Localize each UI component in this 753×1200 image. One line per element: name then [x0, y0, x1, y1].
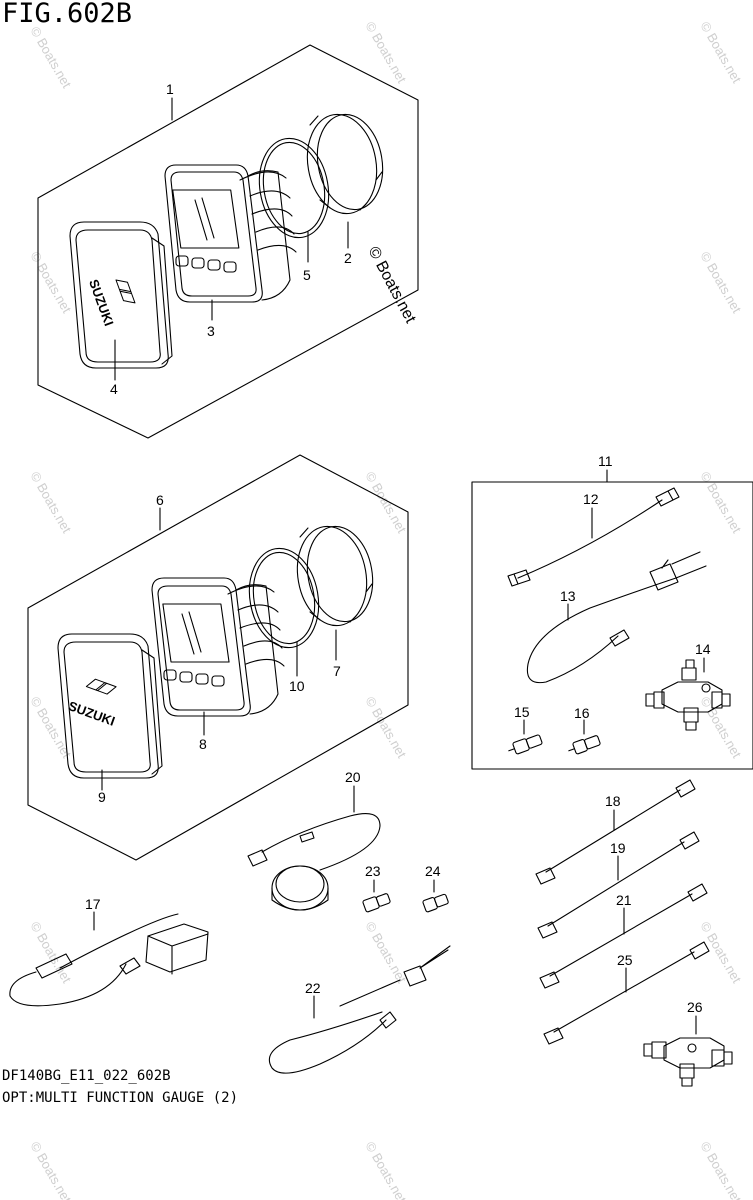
watermark: © Boats.net: [27, 1139, 74, 1200]
assembly-group-6: SUZUKI: [27, 454, 409, 861]
watermark: © Boats.net: [27, 249, 74, 316]
group-outline: [27, 454, 409, 861]
callout-part-6: 6: [156, 492, 164, 508]
figure-code: DF140BG_E11_022_602B: [2, 1068, 171, 1084]
cable: [517, 499, 663, 579]
watermark: © Boats.net: [362, 919, 409, 986]
callout-part-15: 15: [514, 704, 530, 720]
callout-part-2: 2: [344, 250, 352, 266]
watermark: © Boats.net: [697, 919, 744, 986]
callout-part-14: 14: [695, 641, 711, 657]
o-ring: [248, 547, 320, 649]
inline-watermark: © Boats.net: [364, 244, 419, 326]
cable: [261, 813, 381, 871]
cable: [553, 951, 695, 1033]
tee-connector: [643, 1037, 733, 1087]
callout-part-18: 18: [605, 793, 621, 809]
callout-part-7: 7: [333, 663, 341, 679]
cable: [545, 789, 681, 873]
figure-title: FIG.602B: [2, 0, 133, 29]
bezel-cover: SUZUKI: [57, 633, 163, 779]
terminator: [422, 893, 449, 913]
cable: [526, 577, 677, 684]
callout-part-17: 17: [85, 896, 101, 912]
o-ring: [258, 137, 330, 239]
terminator: [568, 735, 601, 755]
callout-part-4: 4: [110, 381, 118, 397]
callout-part-11: 11: [598, 453, 613, 469]
suzuki-logo: SUZUKI: [66, 678, 117, 729]
watermarks: © Boats.net © Boats.net © Boats.net © Bo…: [27, 19, 744, 1200]
callout-part-26: 26: [687, 999, 703, 1015]
figure-caption: OPT:MULTI FUNCTION GAUGE (2): [2, 1090, 239, 1106]
callout-labels: 1 2 3 4 5 6 7 8 9 10 11 12 13 14 15 16 1…: [85, 81, 711, 1015]
callout-part-19: 19: [610, 840, 626, 856]
assembly-group-1: SUZUKI: [37, 44, 419, 439]
callout-part-1: 1: [166, 81, 174, 97]
cable: [268, 1011, 387, 1074]
callout-part-8: 8: [199, 736, 207, 752]
callout-part-25: 25: [617, 952, 633, 968]
bezel-cover: SUZUKI: [69, 221, 173, 369]
watermark: © Boats.net: [697, 1139, 744, 1200]
svg-text:SUZUKI: SUZUKI: [86, 277, 117, 328]
cable: [59, 913, 179, 969]
lock-nut: [296, 525, 374, 627]
gauge-body: [151, 577, 285, 717]
terminator: [362, 893, 391, 913]
watermark: © Boats.net: [27, 469, 74, 536]
callout-part-16: 16: [574, 705, 590, 721]
watermark: © Boats.net: [27, 919, 74, 986]
watermark: © Boats.net: [697, 469, 744, 536]
cable: [547, 841, 685, 927]
callout-part-9: 9: [98, 789, 106, 805]
suzuki-logo: SUZUKI: [86, 277, 136, 328]
tee-connector: [645, 659, 731, 731]
svg-text:SUZUKI: SUZUKI: [66, 698, 117, 729]
watermark: © Boats.net: [362, 469, 409, 536]
lower-parts: [9, 779, 733, 1087]
lock-nut: [306, 113, 384, 215]
callout-part-20: 20: [345, 769, 361, 785]
callout-part-5: 5: [303, 267, 311, 283]
callout-part-12: 12: [583, 491, 599, 507]
callout-part-24: 24: [425, 863, 441, 879]
callout-part-10: 10: [289, 678, 305, 694]
callout-part-23: 23: [365, 863, 381, 879]
assembly-group-11: [471, 469, 753, 770]
callout-part-13: 13: [560, 588, 576, 604]
callout-part-3: 3: [207, 323, 215, 339]
watermark: © Boats.net: [27, 694, 74, 761]
group-outline: [37, 44, 419, 439]
callout-part-22: 22: [305, 980, 321, 996]
watermark: © Boats.net: [362, 1139, 409, 1200]
terminator: [508, 734, 543, 755]
watermark: © Boats.net: [27, 24, 74, 91]
cable: [549, 893, 693, 977]
gauge-body: [164, 164, 297, 303]
callout-part-21: 21: [616, 892, 632, 908]
watermark: © Boats.net: [697, 19, 744, 86]
watermark: © Boats.net: [697, 249, 744, 316]
group-box: [471, 481, 753, 770]
